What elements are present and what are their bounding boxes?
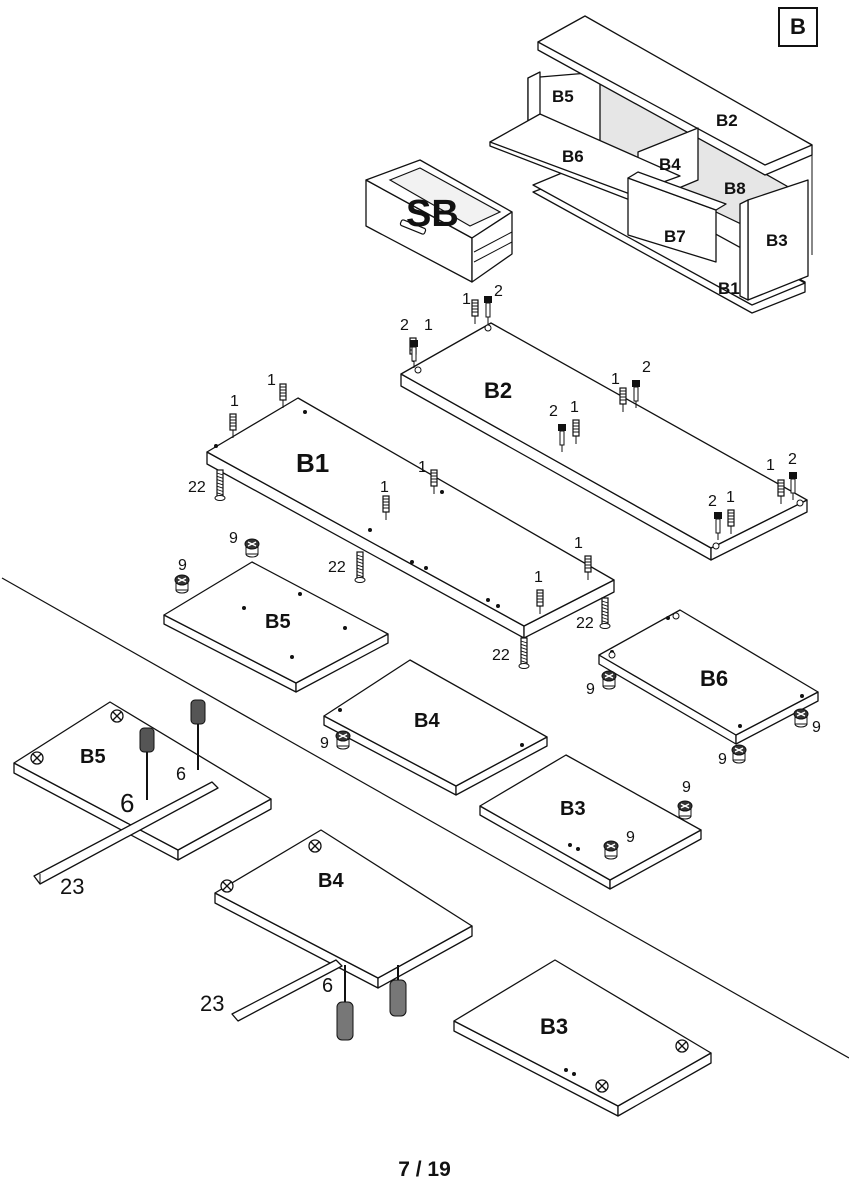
cam-bolt-number: 2 xyxy=(788,451,797,468)
panel-label-b4-lower: B4 xyxy=(318,870,344,892)
dowel-number: 1 xyxy=(424,317,433,334)
panel-label-b2: B2 xyxy=(484,378,512,403)
drawer-rail-lower xyxy=(231,959,343,1022)
cabinet-label-b6: B6 xyxy=(562,147,584,166)
dowel-number: 1 xyxy=(570,399,579,416)
separator-line xyxy=(1,577,849,1059)
panel-b2: B2 xyxy=(400,322,808,561)
dowel-number: 1 xyxy=(380,479,389,496)
cam-bolt-number: 2 xyxy=(642,359,651,376)
cam-lock-number: 9 xyxy=(812,719,821,736)
rail-number: 23 xyxy=(200,991,224,1016)
screwdriver-1 xyxy=(139,727,155,800)
cam-lock-number: 9 xyxy=(682,779,691,796)
cabinet-label-b1: B1 xyxy=(718,279,740,298)
panel-b5-lower: B5 xyxy=(13,701,272,861)
cam-lock-number: 9 xyxy=(626,829,635,846)
dowel-number: 1 xyxy=(766,457,775,474)
screwdriver-2 xyxy=(190,699,206,770)
dowel-icon xyxy=(584,555,592,573)
dowel-icon xyxy=(471,299,479,317)
cam-bolt-number: 2 xyxy=(549,403,558,420)
panel-label-b1: B1 xyxy=(296,448,329,478)
dowel-icon xyxy=(572,419,580,437)
cabinet-label-b4: B4 xyxy=(659,155,681,174)
panel-label-b6: B6 xyxy=(700,666,728,691)
cam-bolt-icon xyxy=(789,472,797,479)
drawer-rail-upper xyxy=(33,781,219,885)
dowel-number: 1 xyxy=(611,371,620,388)
panel-b6: B6 xyxy=(598,609,819,745)
cam-bolt-icon xyxy=(484,296,492,303)
cam-lock-number: 9 xyxy=(229,530,238,547)
page-number: 7 / 19 xyxy=(398,1158,451,1181)
dowel-icon xyxy=(430,469,438,487)
dowel-number: 1 xyxy=(267,372,276,389)
hardware-labels: 1 2 2 1 1 1 1 2 2 1 1 2 2 1 1 1 22 9 1 2… xyxy=(60,283,821,1016)
screwdriver-3 xyxy=(336,965,354,1041)
dowel-icon xyxy=(777,479,785,497)
panel-b3-middle: B3 xyxy=(479,754,702,890)
rail-number: 23 xyxy=(60,874,84,899)
dowel-number: 1 xyxy=(418,459,427,476)
cam-lock-number: 9 xyxy=(178,557,187,574)
dowel-icon xyxy=(727,509,735,527)
panel-label-b3-middle: B3 xyxy=(560,798,586,820)
screwdriver-4 xyxy=(389,965,407,1017)
panel-label-b5-upper: B5 xyxy=(265,611,291,633)
panel-b1: B1 xyxy=(206,397,615,639)
dowel-icon xyxy=(382,495,390,513)
drawer-label: SB xyxy=(406,193,459,235)
dowel-number: 1 xyxy=(230,393,239,410)
cabinet-label-b2: B2 xyxy=(716,111,738,130)
cam-lock-number: 9 xyxy=(586,681,595,698)
screw-22-number: 22 xyxy=(188,479,206,496)
panel-b5-upper: B5 xyxy=(163,561,389,693)
cam-bolt-icon xyxy=(558,424,566,431)
dowel-number: 1 xyxy=(534,569,543,586)
cam-bolt-number: 2 xyxy=(400,317,409,334)
cam-lock-number: 9 xyxy=(718,751,727,768)
screw-22-number: 22 xyxy=(328,559,346,576)
screw-22-number: 22 xyxy=(492,647,510,664)
dowel-icon xyxy=(536,589,544,607)
cam-bolt-icon xyxy=(714,512,722,519)
cabinet-label-b8: B8 xyxy=(724,179,746,198)
dowel-icon xyxy=(619,387,627,405)
cam-bolt-icon xyxy=(632,380,640,387)
cabinet-label-b5: B5 xyxy=(552,87,574,106)
panel-b3-lower: B3 xyxy=(453,959,712,1117)
screw-6-number-large: 6 xyxy=(120,788,134,818)
cam-lock-number: 9 xyxy=(320,735,329,752)
panel-label-b3-lower: B3 xyxy=(540,1014,568,1039)
dowel-number: 1 xyxy=(574,535,583,552)
drawer-sb: SB xyxy=(365,159,513,283)
cabinet-label-b3: B3 xyxy=(766,231,788,250)
cabinet-label-b7: B7 xyxy=(664,227,686,246)
cam-bolt-number: 2 xyxy=(494,283,503,300)
section-badge: B xyxy=(778,7,818,47)
dowel-number: 1 xyxy=(726,489,735,506)
hardware-glyphs xyxy=(30,296,809,1093)
panel-label-b5-lower: B5 xyxy=(80,746,106,768)
dowel-icon xyxy=(279,383,287,401)
cam-bolt-number: 2 xyxy=(708,493,717,510)
panel-b4-middle: B4 xyxy=(323,659,548,796)
screw-22-number: 22 xyxy=(576,615,594,632)
dowel-number: 1 xyxy=(462,291,471,308)
dowel-icon xyxy=(229,413,237,431)
assembled-cabinet: B5 B2 B6 B4 B8 B7 B3 B1 xyxy=(489,15,813,314)
screw-6-number: 6 xyxy=(322,975,333,997)
screw-6-number: 6 xyxy=(176,764,186,784)
panel-b4-lower: B4 xyxy=(214,829,473,989)
cam-bolt-icon xyxy=(410,340,418,347)
panel-label-b4-middle: B4 xyxy=(414,710,440,732)
